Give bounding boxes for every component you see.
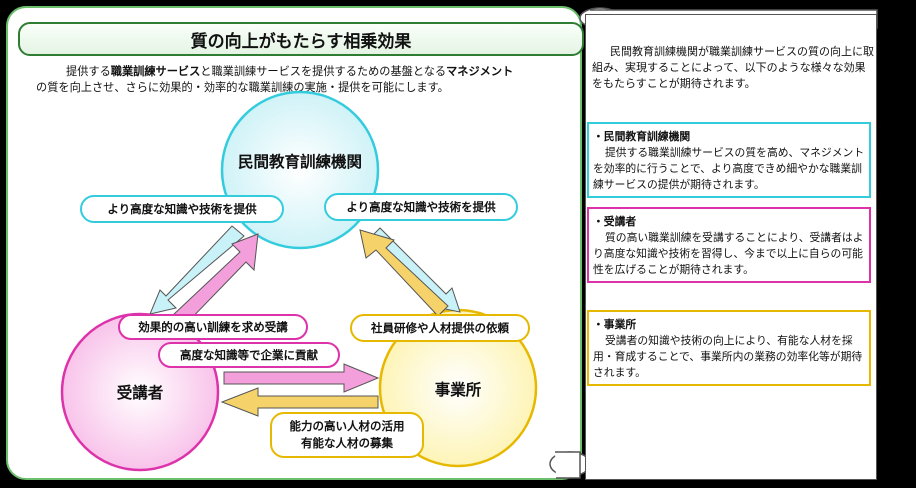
arrow-institution-to-trainee [149,225,245,315]
arrow-business-to-institution [359,229,449,317]
institution-label: 民間教育訓練機関 [237,153,362,171]
page-title: 質の向上がもたらす相乗効果 [18,22,584,56]
label-provide-to-business: より高度な知識や技術を提供 [324,193,518,221]
label-trainee-request: 効果的の高い訓練を求め受講 [118,314,308,340]
card-institution: ・民間教育訓練機関 提供する職業訓練サービスの質を高め、マネジメントを効率的に行… [587,122,871,198]
side-intro: 民間教育訓練機関が職業訓練サービスの質の向上に取組み、実現することによって、以下… [592,45,874,90]
label-business-request: 社員研修や人材提供の依頼 [350,314,530,342]
card-trainee: ・受講者 質の高い職業訓練を受講することにより、受講者はより高度な知識や技術を習… [587,207,871,283]
arrow-trainee-to-business [223,363,380,393]
intro-text: 提供する職業訓練サービスと職業訓練サービスを提供するための基盤となるマネジメント… [36,65,514,94]
arrow-business-to-trainee [220,387,379,417]
trainee-label: 受講者 [116,384,164,402]
label-trainee-contribution: 高度な知識等で企業に貢献 [158,342,340,368]
label-business-hiring: 能力の高い人材の活用 有能な人材の募集 [270,412,424,458]
label-provide-to-trainee: より高度な知識や技術を提供 [80,195,284,223]
card-business: ・事業所 受講者の知識や技術の向上により、有能な人材を採用・育成することで、事業… [587,310,871,386]
business-label: 事業所 [434,381,482,399]
